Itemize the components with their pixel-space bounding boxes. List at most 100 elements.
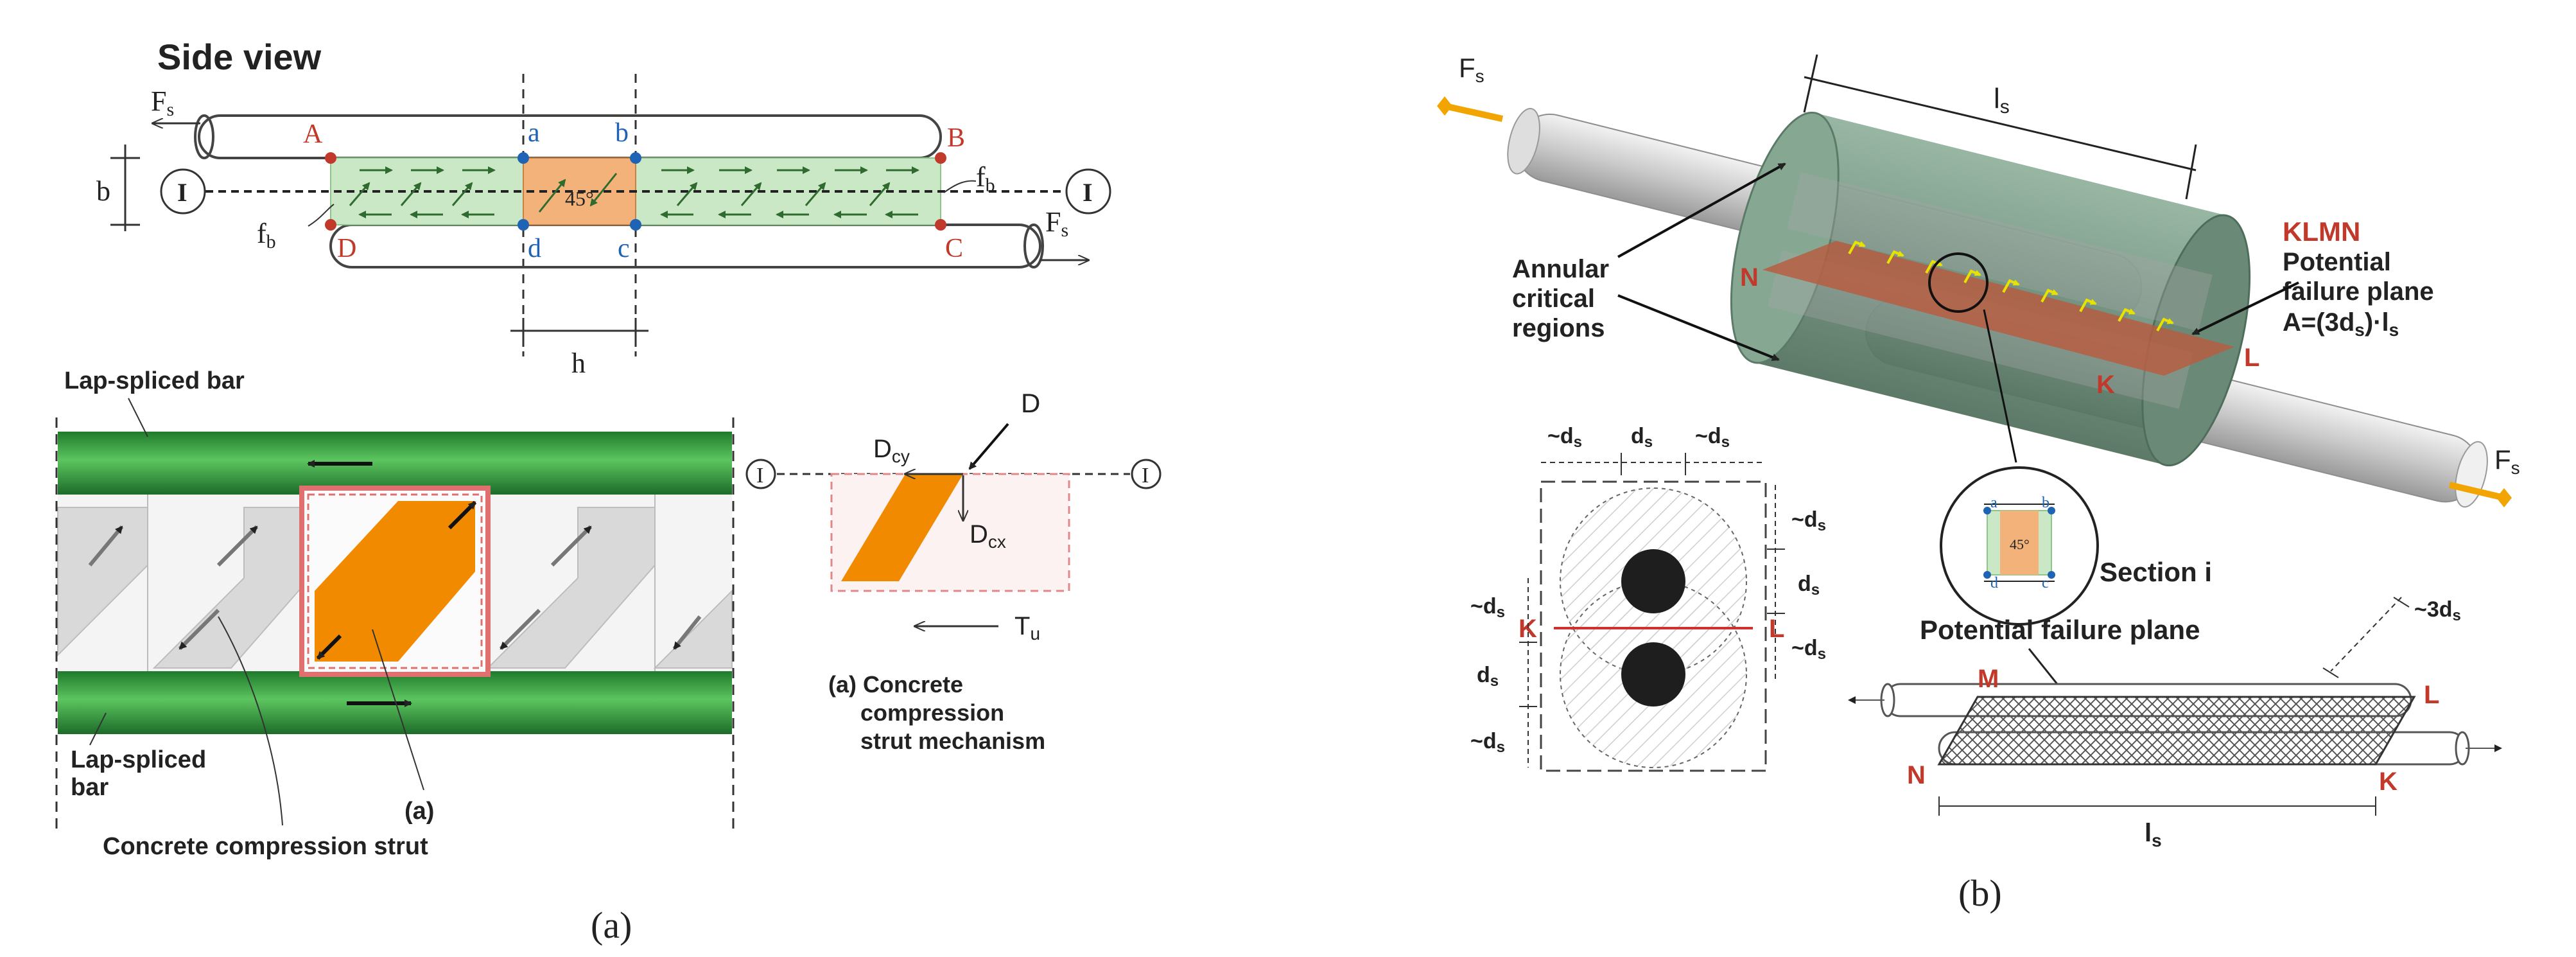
point-C: C	[945, 234, 963, 263]
point-L-3d: L	[2244, 344, 2259, 372]
mechanism-strut	[841, 474, 963, 581]
cylinder-diagram: ls Fs Fs Annular critical regions KLMN P…	[1437, 53, 2520, 508]
dim-top-1-sub: s	[1574, 434, 1582, 451]
point-L-plane: L	[2424, 681, 2439, 709]
point-M: M	[1978, 665, 1999, 693]
bond-right-sub: b	[986, 175, 995, 196]
point-K-3d: K	[2096, 371, 2115, 399]
point-D: D	[337, 234, 356, 263]
section-marker-left: I	[177, 178, 187, 207]
point-A: A	[303, 119, 323, 149]
svg-text:ls: ls	[2145, 819, 2162, 850]
svg-text:~ds: ~ds	[1470, 729, 1505, 756]
point-a: a	[528, 118, 540, 148]
dim-b: b	[96, 175, 110, 207]
dim-top-2-sub: s	[1644, 434, 1653, 451]
mini-a: a	[1990, 495, 1997, 511]
point-N-plane: N	[1907, 761, 1926, 789]
label-Dcx: D	[970, 520, 988, 549]
label-Tu-sub: u	[1030, 624, 1040, 644]
svg-text:~ds: ~ds	[1791, 636, 1826, 663]
dim-h: h	[571, 347, 586, 379]
point-B: B	[947, 123, 965, 153]
klmn-area: A=(3d	[2283, 308, 2354, 337]
svg-text:Fs: Fs	[2494, 444, 2520, 478]
point-K-plane: K	[2379, 768, 2398, 796]
svg-text:ds: ds	[1631, 424, 1653, 451]
klmn-line2: failure plane	[2283, 277, 2434, 306]
annular-line1: Annular	[1512, 255, 1609, 283]
dim-ls-sub: s	[2152, 830, 2162, 850]
lap-spliced-bar-top	[58, 432, 732, 495]
dim-left-1: ~d	[1470, 594, 1497, 619]
dim-left-2: d	[1477, 663, 1490, 687]
mech-marker-right: I	[1142, 464, 1149, 487]
force-top-label: F	[151, 85, 166, 117]
klmn-failure-plane	[1762, 241, 2234, 376]
svg-text:ls: ls	[1994, 83, 2010, 118]
mech-caption-3: strut mechanism	[860, 728, 1045, 754]
bond-left-sub: b	[266, 231, 276, 252]
klmn-area-sub: s	[2354, 320, 2365, 340]
dim-top-1: ~d	[1547, 424, 1574, 448]
annular-line2: critical	[1512, 285, 1595, 313]
lap-bar-bottom-label-1: Lap-spliced	[71, 746, 206, 773]
mini-c: c	[2042, 575, 2049, 592]
svg-text:ds: ds	[1798, 572, 1820, 599]
dim-left-2-sub: s	[1490, 672, 1499, 690]
mini-b: b	[2042, 495, 2049, 511]
strut-diagram: Lap-spliced bar Lap-spliced bar Concrete…	[55, 367, 735, 860]
force-left-label: F	[1459, 53, 1475, 83]
klmn-area-end: )·l	[2365, 308, 2389, 337]
bond-right-label: f	[976, 161, 986, 193]
len-sub: s	[2000, 96, 2010, 118]
mech-caption-1: (a) Concrete	[828, 671, 963, 698]
label-D: D	[1021, 388, 1040, 418]
svg-text:Fs: Fs	[1459, 53, 1484, 86]
failure-plane-detail: Potential failure plane M L N K ~3ds ls	[1848, 597, 2502, 850]
point-b: b	[615, 118, 629, 148]
svg-text:A=(3ds)·ls: A=(3ds)·ls	[2283, 308, 2399, 340]
force-right-sub: s	[2511, 458, 2520, 478]
dim-3ds: ~3d	[2414, 597, 2453, 622]
cross-section: K L ~ds ds ~ds ~ds ds ~ds ~ds ds ~ds	[1470, 424, 1826, 772]
svg-text:Tu: Tu	[1014, 612, 1040, 644]
point-K-section: K	[1519, 615, 1537, 643]
section-i-label: Section i	[2100, 557, 2212, 587]
caption-b: (b)	[1958, 872, 2002, 914]
dim-top-2: d	[1631, 424, 1644, 448]
lap-bar-bottom-label-2: bar	[71, 774, 109, 801]
dim-top-3: ~d	[1695, 424, 1721, 448]
force-bottom-sub: s	[1061, 220, 1068, 241]
svg-text:~ds: ~ds	[1791, 507, 1826, 534]
klmn-title: KLMN	[2283, 216, 2360, 247]
label-Tu: T	[1014, 612, 1030, 640]
strut-angle: 45°	[565, 187, 594, 210]
section-marker-right: I	[1083, 178, 1093, 207]
lap-bar-top-label: Lap-spliced bar	[64, 367, 245, 394]
svg-text:Dcy: Dcy	[873, 435, 910, 466]
svg-text:Fs: Fs	[151, 85, 174, 120]
klmn-line1: Potential	[2283, 248, 2391, 276]
point-N-3d: N	[1740, 263, 1759, 292]
strut-callout: (a)	[405, 798, 434, 825]
dim-3ds-sub: s	[2453, 607, 2461, 624]
force-right-label: F	[2494, 444, 2511, 475]
dim-right-2-sub: s	[1811, 581, 1820, 599]
strut-label: Concrete compression strut	[103, 833, 428, 860]
svg-text:~ds: ~ds	[1695, 424, 1730, 451]
bottom-bar	[329, 224, 1041, 268]
label-Dcy-sub: cy	[892, 446, 910, 466]
mechanism-diagram: I I D Dcy Dcx Tu (a) Concrete compressio…	[745, 388, 1162, 754]
mech-caption-2: compression	[860, 699, 1004, 726]
point-L-section: L	[1769, 615, 1784, 643]
dim-top-3-sub: s	[1721, 434, 1730, 451]
svg-text:ds: ds	[1477, 663, 1499, 690]
dim-left-1-sub: s	[1497, 604, 1505, 621]
bond-left-label: f	[257, 218, 266, 249]
orange-strut	[315, 501, 475, 662]
svg-text:Fs: Fs	[1045, 206, 1068, 241]
side-view-title: Side view	[157, 37, 322, 77]
dim-right-1: ~d	[1791, 507, 1818, 532]
